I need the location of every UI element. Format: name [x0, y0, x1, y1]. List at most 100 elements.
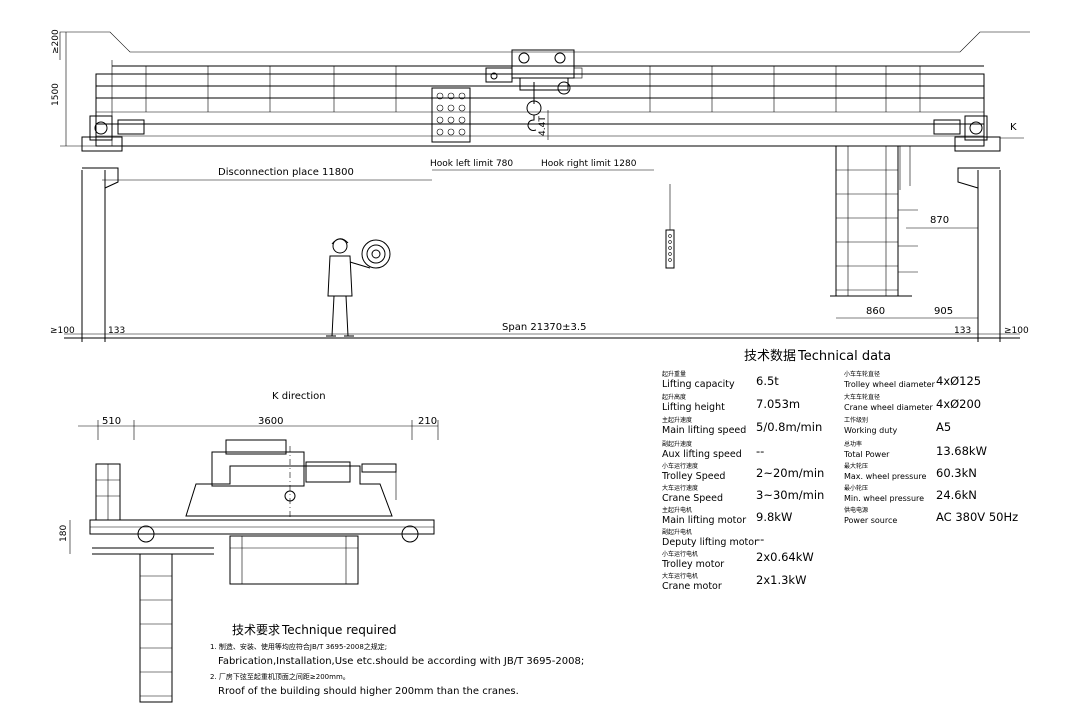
handrail-posts: [145, 66, 921, 112]
tech-row-cn: 起升重量: [662, 370, 686, 378]
dim-disconnection: Disconnection place 11800: [218, 167, 354, 178]
electrical-cabinet: [431, 87, 471, 143]
tech-row-name: Crane motor: [662, 581, 722, 592]
dim-top-clearance: ≥200: [51, 29, 61, 54]
tech-row-value: 2~20m/min: [756, 466, 824, 480]
dim-hook-right: Hook right limit 1280: [541, 159, 637, 169]
tech-row-name: Crane wheel diameter: [844, 403, 934, 412]
dim-right-133: 133: [954, 326, 971, 336]
dim-870: 870: [930, 215, 949, 226]
technical-data-title-en: Technical data: [797, 349, 891, 364]
tech-row-name: Crane Speed: [662, 493, 723, 504]
tech-row-name: Working duty: [844, 426, 897, 435]
tech-row-name: Main lifting motor: [662, 515, 746, 526]
tech-row-value: --: [756, 444, 764, 458]
tech-row-cn: 主起升电机: [662, 506, 692, 514]
tech-row-cn: 大车车轮直径: [844, 393, 880, 401]
tech-row: 小车车轮直径 Trolley wheel diameter 4xØ125: [843, 370, 981, 389]
tech-row-name: Lifting height: [662, 402, 725, 413]
tech-row: 总功率 Total Power 13.68kW: [843, 440, 987, 459]
tech-row-cn: 工作级别: [844, 416, 868, 424]
dim-span: Span 21370±3.5: [502, 322, 586, 333]
tech-row-name: Max. wheel pressure: [844, 472, 926, 481]
tech-row-name: Trolley motor: [661, 559, 724, 570]
tech-row-cn: 最小轮压: [844, 484, 868, 492]
tech-row-cn: 总功率: [844, 440, 862, 448]
tech-row: 最小轮压 Min. wheel pressure 24.6kN: [844, 484, 977, 503]
tech-row: 工作级别 Working duty A5: [844, 416, 951, 435]
tech-row: 副起升电机 Deputy lifting motor --: [662, 528, 764, 548]
technical-data-title: 技术数据 Technical data: [744, 349, 891, 364]
tech-row-name: Deputy lifting motor: [662, 537, 758, 548]
cabin-ladder: [830, 145, 918, 297]
dim-860: 860: [866, 306, 885, 317]
tech-row-value: 5/0.8m/min: [756, 420, 822, 434]
tech-row-cn: 主起升速度: [662, 416, 692, 424]
tech-row-cn: 副起升速度: [662, 440, 692, 448]
tech-row-cn: 最大轮压: [844, 462, 868, 470]
tech-row-value: 3~30m/min: [756, 488, 824, 502]
tech-row-cn: 大车运行速度: [662, 484, 698, 492]
tech-row: 起升重量 Lifting capacity 6.5t: [662, 370, 779, 390]
tech-row-cn: 小车运行速度: [662, 462, 698, 470]
tech-row: 最大轮压 Max. wheel pressure 60.3kN: [844, 462, 977, 481]
tech-row-cn: 小车运行电机: [662, 550, 698, 558]
tech-row-name: Min. wheel pressure: [844, 494, 924, 503]
dim-left-min: ≥100: [50, 326, 75, 336]
tech-row-cn: 大车运行电机: [662, 572, 698, 580]
pendant-control: [665, 184, 675, 269]
tech-row-name: Trolley wheel diameter: [843, 380, 936, 389]
tech-row-name: Trolley Speed: [661, 471, 725, 482]
technical-data-title-cn: 技术数据: [744, 349, 796, 364]
k-view-title: K direction: [272, 391, 326, 402]
tech-row-value: 13.68kW: [936, 444, 987, 458]
tech-row-value: 24.6kN: [936, 488, 977, 502]
tech-row-cn: 供电电源: [844, 506, 868, 514]
tech-data-left: 起升重量 Lifting capacity 6.5t 起升高度 Lifting …: [661, 370, 824, 592]
tech-row-value: 6.5t: [756, 374, 779, 388]
dim-905: 905: [934, 306, 953, 317]
tech-row-name: Power source: [844, 516, 897, 525]
tech-data-right: 小车车轮直径 Trolley wheel diameter 4xØ125 大车车…: [843, 370, 1018, 525]
tech-row-value: 9.8kW: [756, 510, 792, 524]
tech-row-value: A5: [936, 420, 951, 434]
tech-row-value: 4xØ125: [936, 374, 981, 388]
k-direction-arrow: K: [1010, 122, 1017, 133]
k-view-dim-3600: 3600: [258, 416, 283, 427]
tech-row-name: Lifting capacity: [662, 379, 735, 390]
k-view-dim-510: 510: [102, 416, 121, 427]
technique-notes: 技术要求 Technique required 1. 制造、安装、使用等均应符合…: [210, 623, 584, 697]
notes-line1: Fabrication,Installation,Use etc.should …: [218, 656, 584, 667]
tech-row-value: 60.3kN: [936, 466, 977, 480]
notes-title-en: Technique required: [281, 623, 397, 637]
notes-line2-cn: 2. 厂房下弦至起重机顶面之间距≥200mm。: [210, 672, 350, 681]
tech-row: 主起升速度 Main lifting speed 5/0.8m/min: [662, 416, 822, 436]
tech-row: 副起升速度 Aux lifting speed --: [662, 440, 764, 460]
tech-row: 小车运行电机 Trolley motor 2x0.64kW: [661, 550, 814, 570]
tech-row: 大车车轮直径 Crane wheel diameter 4xØ200: [844, 393, 981, 412]
k-view-drawing: [69, 420, 439, 703]
tech-row-cn: 副起升电机: [662, 528, 692, 536]
tech-row: 大车运行速度 Crane Speed 3~30m/min: [662, 484, 824, 504]
tech-row-cn: 起升高度: [662, 393, 686, 401]
dim-hook-height: 4.4T: [538, 116, 548, 136]
dim-hook-left: Hook left limit 780: [430, 159, 513, 169]
tech-row: 大车运行电机 Crane motor 2x1.3kW: [662, 572, 806, 592]
tech-row-cn: 小车车轮直径: [844, 370, 880, 378]
tech-row-value: 2x0.64kW: [756, 550, 814, 564]
tech-row: 起升高度 Lifting height 7.053m: [662, 393, 800, 413]
tech-row: 主起升电机 Main lifting motor 9.8kW: [662, 506, 792, 526]
notes-title-cn: 技术要求: [232, 623, 280, 637]
tech-row-value: 2x1.3kW: [756, 573, 806, 587]
dim-right-min: ≥100: [1004, 326, 1029, 336]
tech-row-value: 7.053m: [756, 397, 800, 411]
tech-row-name: Total Power: [843, 450, 890, 459]
dim-left-133: 133: [108, 326, 125, 336]
operator-figure: [326, 238, 391, 337]
dim-height-1500: 1500: [51, 83, 61, 106]
notes-line2: Rroof of the building should higher 200m…: [218, 686, 519, 697]
k-view-dim-180: 180: [59, 525, 69, 542]
tech-row: 供电电源 Power source AC 380V 50Hz: [844, 506, 1018, 525]
tech-row-name: Main lifting speed: [662, 425, 746, 436]
